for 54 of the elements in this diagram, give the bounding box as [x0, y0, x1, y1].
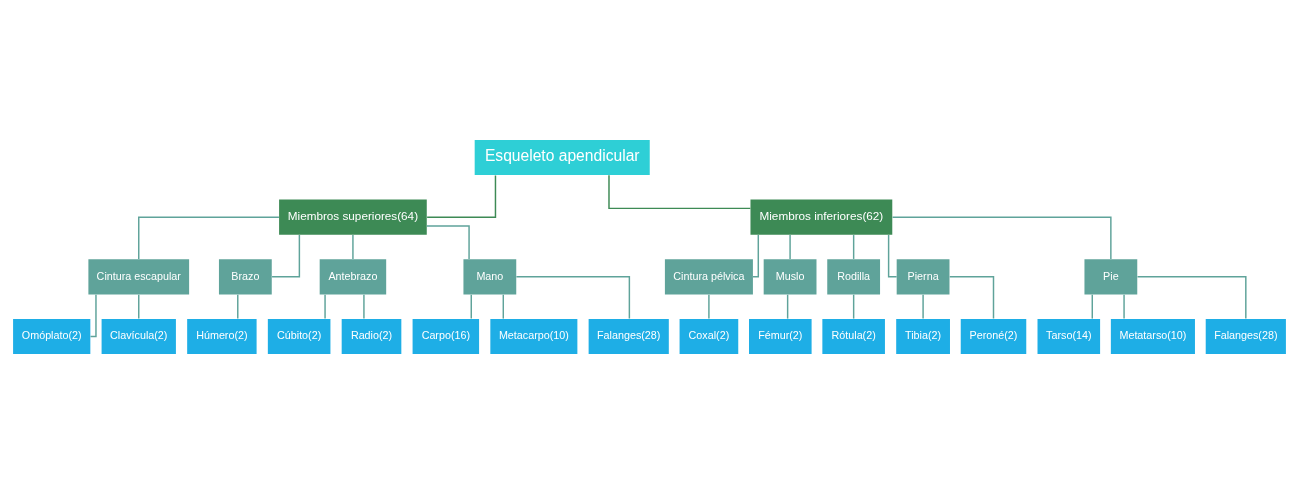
connector [138, 293, 140, 319]
node-box: Cúbito(2) [267, 318, 331, 354]
node-box: Clavícula(2) [101, 318, 176, 354]
node-box: Miembros inferiores(62) [750, 199, 893, 235]
connector [352, 233, 354, 260]
node-box: Carpo(16) [412, 318, 480, 354]
connector [852, 233, 855, 260]
connector [324, 293, 326, 319]
node-box: Metatarso(10) [1110, 318, 1195, 354]
connector [1136, 275, 1247, 319]
connector [786, 293, 789, 319]
node-box: Fémur(2) [749, 318, 812, 354]
node-box: Coxal(2) [679, 318, 739, 354]
node-box: Pie [1084, 258, 1138, 294]
connector [502, 293, 505, 319]
connector [891, 215, 1112, 260]
connector [948, 275, 995, 319]
connector [852, 293, 855, 319]
node-box: Brazo [218, 258, 272, 294]
node-box: Miembros superiores(64) [279, 199, 427, 235]
node-box: Peroné(2) [960, 318, 1027, 354]
node-box: Falanges(28) [588, 318, 669, 354]
connector [515, 275, 631, 319]
node-box: Rótula(2) [822, 318, 885, 354]
node-box: Mano [463, 258, 517, 294]
connector [426, 174, 497, 218]
connector [608, 174, 752, 209]
connector [237, 293, 239, 319]
node-box: Cintura pélvica [664, 258, 753, 294]
node-box: Radio(2) [341, 318, 402, 354]
connector [1091, 293, 1093, 319]
connector [426, 224, 470, 260]
node-box: Metacarpo(10) [490, 318, 578, 354]
node-box: Falanges(28) [1205, 318, 1286, 354]
node-box: Húmero(2) [187, 318, 257, 354]
node-box: Esqueleto apendicular [474, 139, 650, 175]
node-box: Rodilla [827, 258, 881, 294]
connector [89, 293, 97, 337]
node-box: Pierna [896, 258, 950, 294]
node-box: Tibia(2) [896, 318, 950, 354]
connector [138, 215, 280, 260]
connector [922, 293, 924, 319]
connector [708, 293, 710, 319]
node-box: Antebrazo [319, 258, 387, 294]
connector [1123, 293, 1125, 319]
node-box: Omóplato(2) [13, 318, 91, 354]
node-box: Muslo [763, 258, 817, 294]
connector [271, 233, 301, 278]
node-box: Cintura escapular [88, 258, 190, 294]
connector [887, 233, 898, 278]
node-box: Tarso(14) [1037, 318, 1101, 354]
connector [470, 293, 472, 319]
connector [789, 233, 791, 260]
connector [363, 293, 365, 319]
